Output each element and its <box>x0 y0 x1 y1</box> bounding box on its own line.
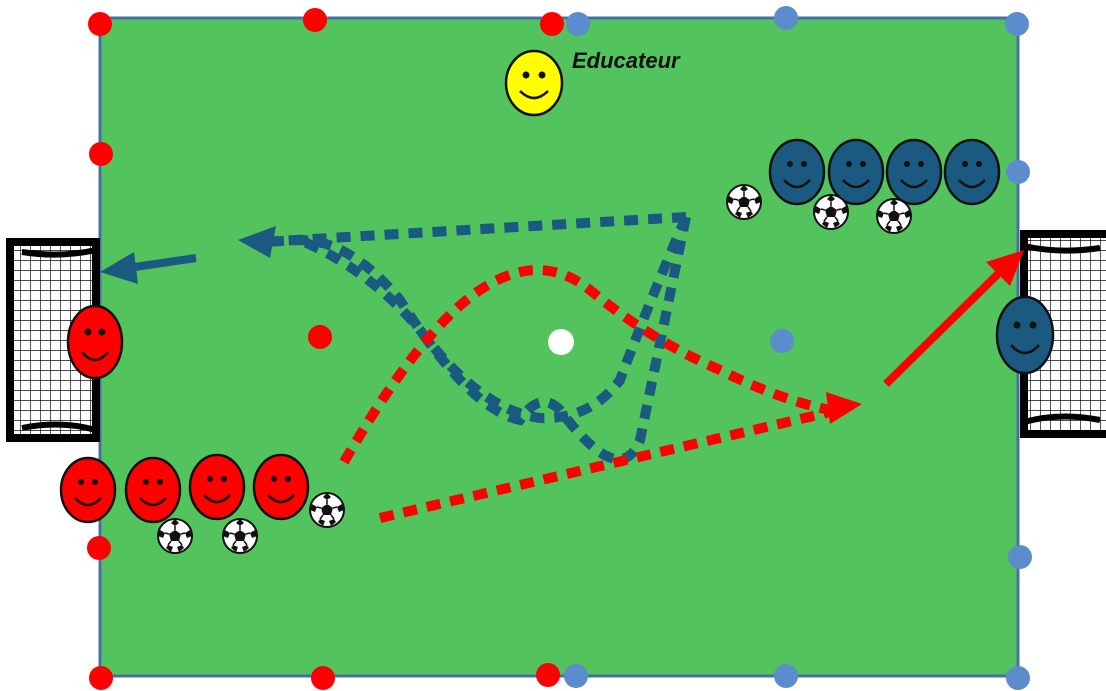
arrow-icon <box>100 252 138 284</box>
smiley-face-icon <box>768 138 826 206</box>
left-goal-icon <box>6 238 100 442</box>
cone-marker-icon <box>1006 666 1030 690</box>
soccer-ball-icon <box>309 492 345 528</box>
goalkeeper-smiley-icon <box>66 304 124 380</box>
cone-marker-icon <box>311 666 335 690</box>
cone-marker-icon <box>564 664 588 688</box>
cone-marker-icon <box>303 8 327 32</box>
soccer-ball-icon <box>813 194 849 230</box>
red-shot-arrow <box>883 250 1024 387</box>
cone-marker-icon <box>774 664 798 688</box>
smiley-face-icon <box>59 456 117 524</box>
soccer-ball-icon <box>157 518 193 554</box>
smiley-face-icon <box>827 138 885 206</box>
educator-label: Educateur <box>572 48 681 73</box>
smiley-face-icon <box>885 138 943 206</box>
cone-marker-icon <box>1006 160 1030 184</box>
cone-marker-icon <box>89 142 113 166</box>
cone-marker-icon <box>774 6 798 30</box>
blue-team <box>768 138 1055 375</box>
blue-cones <box>564 6 1032 690</box>
goalkeeper-smiley-icon <box>995 295 1055 375</box>
cone-marker-icon <box>308 325 332 349</box>
red-team <box>59 304 310 524</box>
cone-marker-icon <box>540 12 564 36</box>
center-spot <box>548 329 574 355</box>
cone-marker-icon <box>88 12 112 36</box>
blue-shot-arrow <box>100 252 197 284</box>
red-pass-path <box>378 407 832 523</box>
cone-marker-icon <box>1005 12 1029 36</box>
red-dribble-path <box>339 265 831 465</box>
arrow-icon <box>238 226 276 258</box>
blue-dribble-path <box>261 215 691 465</box>
arrow-icon <box>986 250 1024 286</box>
educator-smiley-icon <box>504 49 564 117</box>
cone-marker-icon <box>89 666 113 690</box>
smiley-face-icon <box>124 456 182 524</box>
soccer-ball-icon <box>876 198 912 234</box>
soccer-ball-icon <box>726 184 762 220</box>
smiley-face-icon <box>188 453 246 521</box>
smiley-face-icon <box>252 453 310 521</box>
red-cones <box>87 8 564 690</box>
cone-marker-icon <box>87 536 111 560</box>
cone-marker-icon <box>770 329 794 353</box>
cone-marker-icon <box>1008 545 1032 569</box>
soccer-ball-icon <box>222 518 258 554</box>
cone-marker-icon <box>566 12 590 36</box>
smiley-face-icon <box>943 138 1001 206</box>
arrow-icon <box>826 392 862 424</box>
cone-marker-icon <box>536 663 560 687</box>
